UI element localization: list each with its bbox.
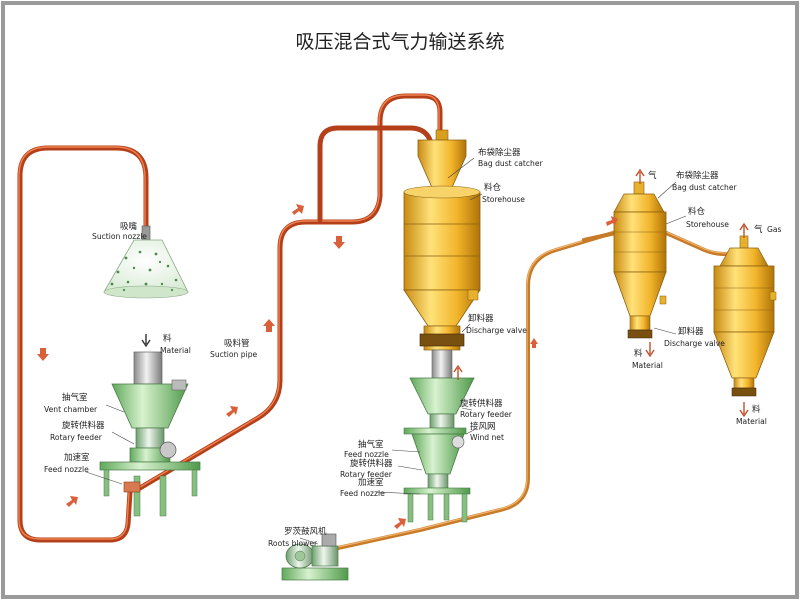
label-gas-far-cn: 气 — [754, 224, 763, 235]
label-storehouse-right-cn: 料仓 — [688, 206, 706, 217]
label-wind-net-en: Wind net — [470, 433, 504, 442]
suction-pipe-main-highlight — [139, 94, 440, 488]
label-gas-far-en: Gas — [767, 225, 782, 234]
pressure-pipe-highlight — [337, 226, 741, 548]
label-discharge-valve-mid-cn: 卸料器 — [468, 313, 494, 324]
left-feeder-station — [99, 351, 201, 517]
flow-arrow-2 — [263, 319, 275, 332]
flow-arrow-1 — [37, 348, 49, 361]
label-material-out2-cn: 料 — [752, 404, 761, 415]
label-bag-catcher-mid-cn: 布袋除尘器 — [478, 147, 521, 158]
label-rotary-feeder-mid-cn: 旋转供料器 — [460, 398, 503, 409]
suction-pipe-loop-highlight — [18, 146, 146, 540]
label-bag-catcher-mid-en: Bag dust catcher — [478, 159, 544, 168]
label-suction-nozzle-cn: 吸嘴 — [120, 221, 138, 232]
right-storehouse-2 — [713, 222, 777, 397]
suction-pipe-side — [317, 125, 433, 223]
flow-arrow-5 — [226, 406, 238, 417]
label-roots-blower-en: Roots blower — [268, 539, 318, 548]
label-discharge-valve-right-cn: 卸料器 — [678, 326, 704, 337]
label-roots-blower-cn: 罗茨鼓风机 — [284, 526, 327, 537]
label-vent-chamber-left-en: Vent chamber — [44, 405, 98, 414]
middle-feeder-station — [403, 349, 475, 523]
material-in-arrow — [141, 334, 151, 348]
label-suction-pipe-en: Suction pipe — [210, 350, 258, 359]
label-rotary-feeder-mid-en: Rotary feeder — [460, 410, 513, 419]
material-out-arrow-1 — [645, 342, 655, 358]
pressure-pipe — [336, 226, 742, 550]
suction-pipe-main — [137, 93, 443, 491]
label-storehouse-mid-cn: 料仓 — [484, 182, 502, 193]
label-feed-nozzle-mid-cn: 加速室 — [358, 477, 384, 488]
diagram-title: 吸压混合式气力输送系统 — [295, 31, 504, 53]
label-rotary-feeder-left-cn: 旋转供料器 — [62, 420, 105, 431]
label-vent-chamber-left-cn: 抽气室 — [62, 392, 88, 403]
label-feed-nozzle-left-en: Feed nozzle — [44, 465, 89, 474]
label-feed-nozzle-mid2-en: Feed nozzle — [340, 489, 385, 498]
label-discharge-valve-right-en: Discharge valve — [664, 339, 725, 348]
label-feed-nozzle-left-cn: 加速室 — [64, 452, 90, 463]
label-storehouse-right-en: Storehouse — [686, 220, 729, 229]
label-rotary-feeder-mid2-en: Rotary feeder — [340, 470, 393, 479]
flow-arrow-3 — [333, 236, 345, 249]
label-rotary-feeder-left-en: Rotary feeder — [50, 433, 103, 442]
label-suction-nozzle-en: Suction nozzle — [92, 232, 147, 241]
label-wind-net-cn: 接风网 — [470, 421, 496, 432]
flow-arrow-7 — [530, 338, 538, 348]
label-bag-catcher-right-en: Bag dust catcher — [672, 183, 738, 192]
label-feed-nozzle-mid-en: Feed nozzle — [344, 450, 389, 459]
label-storehouse-mid-en: Storehouse — [482, 195, 525, 204]
label-suction-pipe-cn: 吸料管 — [224, 338, 250, 349]
label-bag-catcher-right-cn: 布袋除尘器 — [676, 170, 719, 181]
flow-arrows — [37, 204, 618, 529]
label-rotary-feeder-mid2-cn: 旋转供料器 — [350, 458, 393, 469]
middle-storehouse — [403, 129, 481, 351]
flow-arrow-8 — [394, 518, 406, 529]
label-material-in-cn: 料 — [163, 333, 172, 344]
label-gas-right-cn: 气 — [648, 170, 657, 181]
label-vent-chamber-mid-cn: 抽气室 — [358, 439, 384, 450]
label-material-out1-en: Material — [632, 361, 663, 370]
roots-blower — [281, 533, 349, 581]
label-material-out2-en: Material — [736, 417, 767, 426]
label-discharge-valve-mid-en: Discharge valve — [466, 326, 527, 335]
right-storehouse-1 — [613, 168, 667, 339]
label-material-in-en: Material — [160, 346, 191, 355]
flow-arrow-6 — [66, 496, 78, 507]
suction-pipe-loop — [17, 145, 149, 543]
material-out-arrow-2 — [739, 402, 749, 418]
flow-arrow-4 — [292, 204, 304, 215]
label-material-out1-cn: 料 — [634, 348, 643, 359]
suction-nozzle-heap — [103, 225, 189, 299]
flow-arrow-9 — [606, 216, 618, 226]
